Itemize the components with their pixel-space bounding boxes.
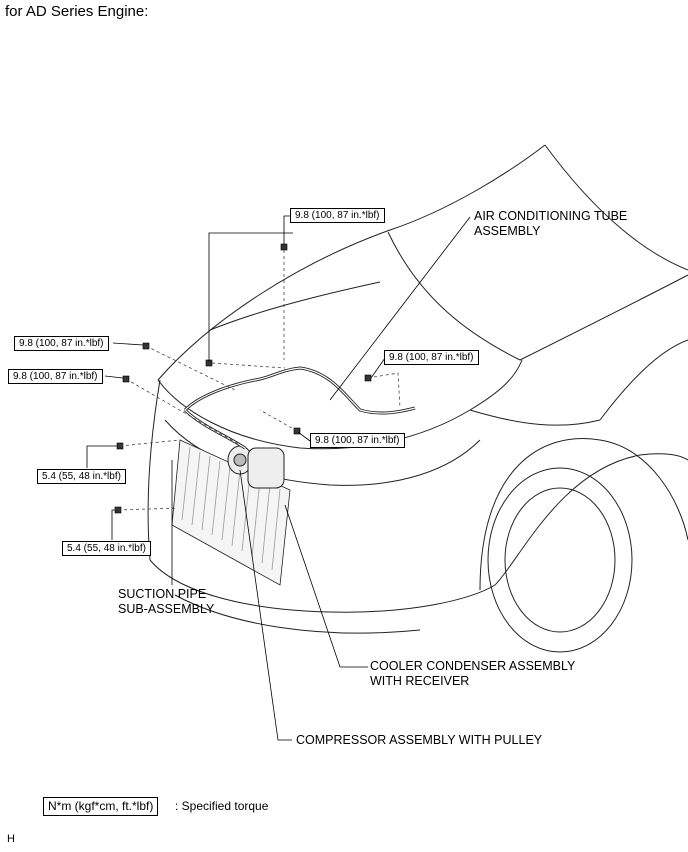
callout-cooler-condenser: COOLER CONDENSER ASSEMBLY WITH RECEIVER: [370, 659, 576, 688]
callout-suction-pipe: SUCTION PIPE SUB-ASSEMBLY: [118, 587, 215, 616]
install-dash-lines: [117, 250, 401, 511]
figure-id: H: [7, 833, 15, 845]
torque-label-center: 9.8 (100, 87 in.*lbf): [310, 433, 405, 448]
callout-air-conditioning-tube: AIR CONDITIONING TUBE ASSEMBLY: [474, 209, 628, 238]
callout-leaders: [171, 216, 471, 741]
hood-crease: [209, 281, 381, 331]
door-line: [599, 339, 688, 421]
bumper-front: [149, 559, 496, 613]
torque-label-bottom-left: 5.4 (55, 48 in.*lbf): [62, 541, 151, 556]
bumper-top: [147, 379, 161, 561]
torque-label-left-middle: 9.8 (100, 87 in.*lbf): [8, 369, 103, 384]
torque-label-left-lower: 5.4 (55, 48 in.*lbf): [37, 469, 126, 484]
front-tire: [487, 467, 633, 653]
hood-outline: [157, 144, 546, 381]
torque-label-left-upper: 9.8 (100, 87 in.*lbf): [14, 336, 109, 351]
callout-compressor: COMPRESSOR ASSEMBLY WITH PULLEY: [296, 733, 543, 747]
page-header: for AD Series Engine:: [5, 3, 149, 20]
torque-label-right: 9.8 (100, 87 in.*lbf): [384, 350, 479, 365]
fender-line: [469, 409, 601, 426]
legend-description: : Specified torque: [175, 799, 269, 813]
wheel-arch: [479, 438, 688, 591]
bumper-lower: [174, 594, 421, 634]
windshield-frame: [544, 144, 688, 271]
front-rim: [504, 487, 616, 633]
a-pillar: [387, 231, 521, 361]
body-side: [494, 453, 688, 586]
torque-label-top: 9.8 (100, 87 in.*lbf): [290, 208, 385, 223]
legend-torque-unit-box: N*m (kgf*cm, ft.*lbf): [43, 797, 159, 816]
torque-leaders: [86, 215, 386, 540]
compressor-body: [227, 445, 285, 489]
windshield-lower: [519, 274, 688, 361]
